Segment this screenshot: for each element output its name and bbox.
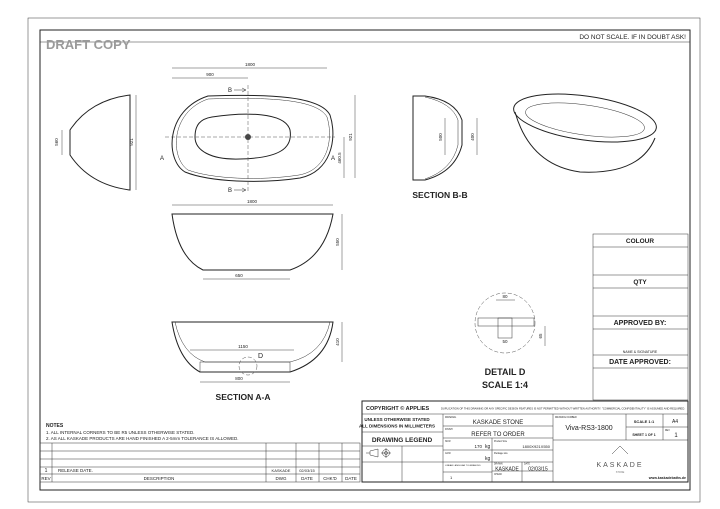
detail-d-title: DETAIL D: [485, 367, 526, 377]
check-label: CHECK: [494, 474, 503, 476]
product-size-label: Product Size: [494, 440, 508, 443]
copyright-label: COPYRIGHT © APPLIES: [366, 405, 429, 412]
product-size-value: 1800X921X550: [522, 444, 550, 449]
section-mark-a-right: A: [331, 156, 335, 162]
dim-plan-offset: 460.5: [337, 152, 342, 164]
units-note-line1: UNLESS OTHERWISE STATED: [364, 417, 430, 422]
weight-value: 170: [474, 444, 482, 449]
section-mark-a-left: A: [160, 156, 164, 162]
detail-d-mark: D: [258, 353, 263, 360]
dim-aa-inner: 1150: [238, 344, 248, 349]
weight-label: NCW: [445, 441, 451, 443]
outer-frame: [27, 17, 701, 503]
dim-detail-hole: 50: [502, 339, 508, 344]
material-value: KASKADE STONE: [473, 420, 524, 426]
scale-label: SCALE 1:1: [634, 419, 655, 424]
plan-view: 1800 900 921 460.5 B B A A: [160, 62, 356, 194]
section-a-a-view: 1150 410 800 D SECTION A-A: [171, 321, 343, 402]
front-view: 1800 550 650: [171, 199, 343, 280]
weight-unit: kg: [485, 444, 491, 450]
notes: NOTES 1. ALL INTERNAL CORNERS TO BE R5 U…: [46, 423, 238, 441]
dim-detail-width: 80: [502, 294, 508, 299]
sheet-label: SHEET 1 OF 1: [632, 433, 655, 437]
approval-panel: COLOUR QTY APPROVED BY: NAME & SIGNATURE…: [592, 233, 689, 401]
qty-label: QTY: [633, 279, 647, 286]
header-dwg: DWG: [276, 476, 287, 481]
draft-copy-label: DRAFT COPY: [46, 37, 131, 52]
colour-label: COLOUR: [626, 238, 654, 245]
approved-by-label: APPROVED BY:: [614, 320, 667, 327]
rev-value: 1: [674, 433, 678, 439]
brand-sub: STONE: [616, 471, 625, 474]
dim-bb-inner: 400: [470, 133, 475, 141]
dim-plan-width: 921: [348, 133, 353, 141]
note-item: 1. ALL INTERNAL CORNERS TO BE R5 UNLESS …: [46, 430, 195, 435]
drawing-number-value: Viva-RS3-1800: [565, 425, 612, 432]
isometric-view: [513, 93, 657, 173]
title-block: COPYRIGHT © APPLIES DUPLICATION OF THIS …: [359, 400, 689, 483]
rev-cell: 1: [45, 468, 48, 474]
units-note-line2: ALL DIMENSIONS IN MILLIMETERS: [359, 424, 435, 429]
drawing-number-label: DRAWING NUMBER: [555, 416, 577, 419]
gross-unit: kg: [485, 456, 491, 462]
drawn-by-value: KASKADE: [495, 466, 519, 472]
side-view: 560 921: [54, 94, 137, 191]
dim-side-height: 560: [54, 138, 59, 146]
dim-plan-length: 1800: [245, 62, 256, 67]
dim-side-width: 921: [129, 138, 134, 146]
dim-detail-height: 65: [538, 333, 543, 339]
material-label: MATERIAL: [445, 416, 457, 419]
finish-value: REFER TO ORDER: [471, 432, 525, 438]
notes-title: NOTES: [46, 423, 64, 429]
dim-front-length: 1800: [247, 199, 258, 204]
section-bb-title: SECTION B-B: [412, 190, 467, 200]
dim-bb-depth: 500: [438, 133, 443, 141]
drawing-legend-label: DRAWING LEGEND: [372, 437, 433, 444]
header-date: DATE: [301, 476, 313, 481]
header-checked: CHK'D: [323, 476, 337, 481]
brand-name: KASKADE: [596, 462, 643, 469]
dwg-cell: KASKADE: [272, 468, 291, 473]
header-description: DESCRIPTION: [144, 476, 175, 481]
section-mark-b-top: B: [228, 88, 232, 94]
drawing-border: [39, 29, 691, 491]
finish-label: FINISH: [445, 429, 453, 431]
package-size-label: Package size: [494, 453, 508, 455]
header-rev: REV: [41, 476, 50, 481]
revision-table: 1 RELEASE DATE. KASKADE 02/03/15 REV DES…: [39, 442, 361, 483]
date-value: 02/03/15: [528, 466, 548, 472]
dim-aa-base: 800: [235, 376, 243, 381]
gross-label: GCW: [445, 453, 451, 455]
projection-symbol-icon: [366, 448, 391, 458]
section-b-b-view: 500 400 SECTION B-B: [412, 95, 478, 200]
detail-d-view: 80 50 65 DETAIL D SCALE 1:4: [474, 292, 546, 390]
header-date-2: DATE: [345, 476, 357, 481]
copyright-note: DUPLICATION OF THIS DRAWING OR ANY SPECI…: [441, 408, 685, 411]
name-signature-label: NAME & SIGNATURE: [623, 350, 658, 354]
tolerance-value: 1: [450, 475, 453, 480]
detail-d-scale: SCALE 1:4: [482, 380, 528, 390]
rev-label: REV: [665, 430, 670, 432]
tolerance-label: LINEAR / ANGULAR TOLERANCES: [445, 464, 481, 467]
kaskade-logo: KASKADE STONE: [596, 445, 643, 474]
drawn-label: DRAWN: [494, 463, 503, 466]
date-label: DATE: [524, 463, 530, 466]
dim-front-height: 550: [335, 238, 340, 246]
dim-front-base: 650: [235, 273, 243, 278]
dim-plan-half: 900: [206, 72, 214, 77]
description-cell: RELEASE DATE.: [58, 468, 93, 473]
do-not-scale-warning: DO NOT SCALE. IF IN DOUBT ASK!: [579, 34, 686, 41]
paper-size-label: A4: [672, 419, 678, 425]
section-mark-b-bottom: B: [228, 188, 232, 194]
website-link: www.kaskadebaths.de: [648, 476, 686, 480]
note-item: 2. AS ALL KASKADE PRODUCTS ARE HAND FINI…: [46, 436, 238, 441]
date-approved-label: DATE APPROVED:: [609, 359, 671, 366]
section-aa-title: SECTION A-A: [216, 392, 271, 402]
dim-aa-depth: 410: [335, 338, 340, 346]
date-cell: 02/03/15: [299, 468, 315, 473]
